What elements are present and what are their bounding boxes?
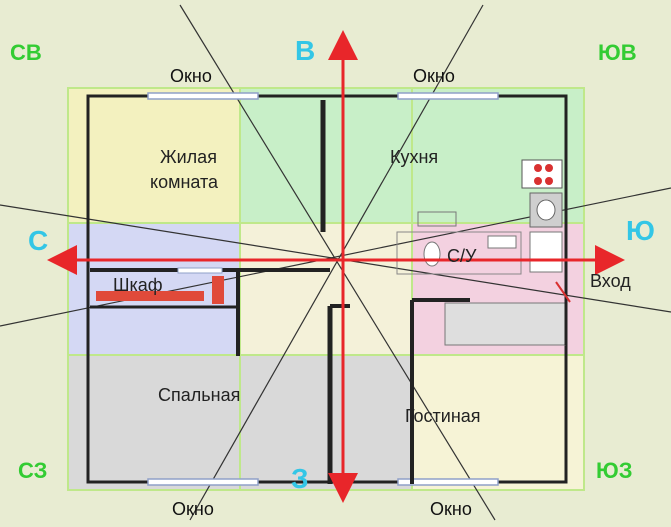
grid-frame bbox=[67, 87, 585, 491]
room-label-bathroom: С/У bbox=[447, 246, 477, 266]
window-top-right bbox=[397, 92, 499, 100]
kitchen-appliances bbox=[521, 159, 563, 273]
window-bottom-left bbox=[147, 478, 259, 486]
closet-window bbox=[177, 267, 223, 274]
window-label-top-right: Окно bbox=[413, 66, 455, 86]
sector-line-1 bbox=[179, 4, 496, 521]
axis-label-east: Ю bbox=[626, 215, 655, 246]
window-bottom-right bbox=[397, 478, 499, 486]
bath-shelf bbox=[417, 211, 457, 227]
window-label-bottom-right: Окно bbox=[430, 499, 472, 519]
washbasin bbox=[487, 235, 517, 249]
zone-kitchen-left bbox=[240, 88, 412, 223]
fridge bbox=[529, 231, 563, 273]
entrance-label: Вход bbox=[590, 271, 631, 291]
axis-label-west: С bbox=[28, 225, 48, 256]
zones bbox=[68, 88, 584, 490]
bath-area bbox=[396, 231, 522, 275]
room-label-living-line2: комната bbox=[150, 172, 219, 192]
stove-burner-1 bbox=[534, 164, 542, 172]
entrance-door bbox=[555, 281, 571, 303]
sink-basin bbox=[536, 199, 556, 221]
window-label-bottom-left: Окно bbox=[172, 499, 214, 519]
stove bbox=[521, 159, 563, 189]
axis-label-south: З bbox=[291, 463, 309, 494]
compass-arrows bbox=[47, 30, 625, 503]
closet-shelf bbox=[96, 291, 204, 301]
stove-burner-4 bbox=[545, 177, 553, 185]
corner-label-ne: СВ bbox=[10, 40, 42, 65]
corner-label-sw: ЮЗ bbox=[596, 458, 632, 483]
axis-label-north: В bbox=[295, 35, 315, 66]
room-label-kitchen: Кухня bbox=[390, 147, 438, 167]
stove-burner-3 bbox=[534, 177, 542, 185]
outer-walls bbox=[86, 94, 568, 484]
sector-line-2 bbox=[189, 4, 484, 521]
room-label-guest: Гостиная bbox=[405, 406, 481, 426]
corner-label-nw: СЗ bbox=[18, 458, 47, 483]
outer-wall bbox=[86, 94, 568, 484]
closet-furniture bbox=[96, 267, 224, 304]
window-top-left bbox=[147, 92, 259, 100]
closet-door-panel bbox=[212, 276, 224, 304]
hall-cabinet bbox=[444, 302, 566, 346]
stove-burner-2 bbox=[545, 164, 553, 172]
bathroom-fixtures bbox=[396, 211, 571, 346]
room-label-living-line1: Жилая bbox=[160, 147, 217, 167]
grid-lines bbox=[67, 87, 585, 491]
zone-center bbox=[240, 223, 412, 355]
zone-guest bbox=[412, 355, 584, 490]
zone-closet bbox=[68, 223, 240, 355]
windows bbox=[147, 92, 499, 486]
zone-living bbox=[68, 88, 240, 223]
room-label-closet: Шкаф bbox=[113, 275, 163, 295]
room-label-bedroom: Спальная bbox=[158, 385, 240, 405]
corner-label-se: ЮВ bbox=[598, 40, 637, 65]
window-label-top-left: Окно bbox=[170, 66, 212, 86]
toilet bbox=[423, 241, 441, 267]
